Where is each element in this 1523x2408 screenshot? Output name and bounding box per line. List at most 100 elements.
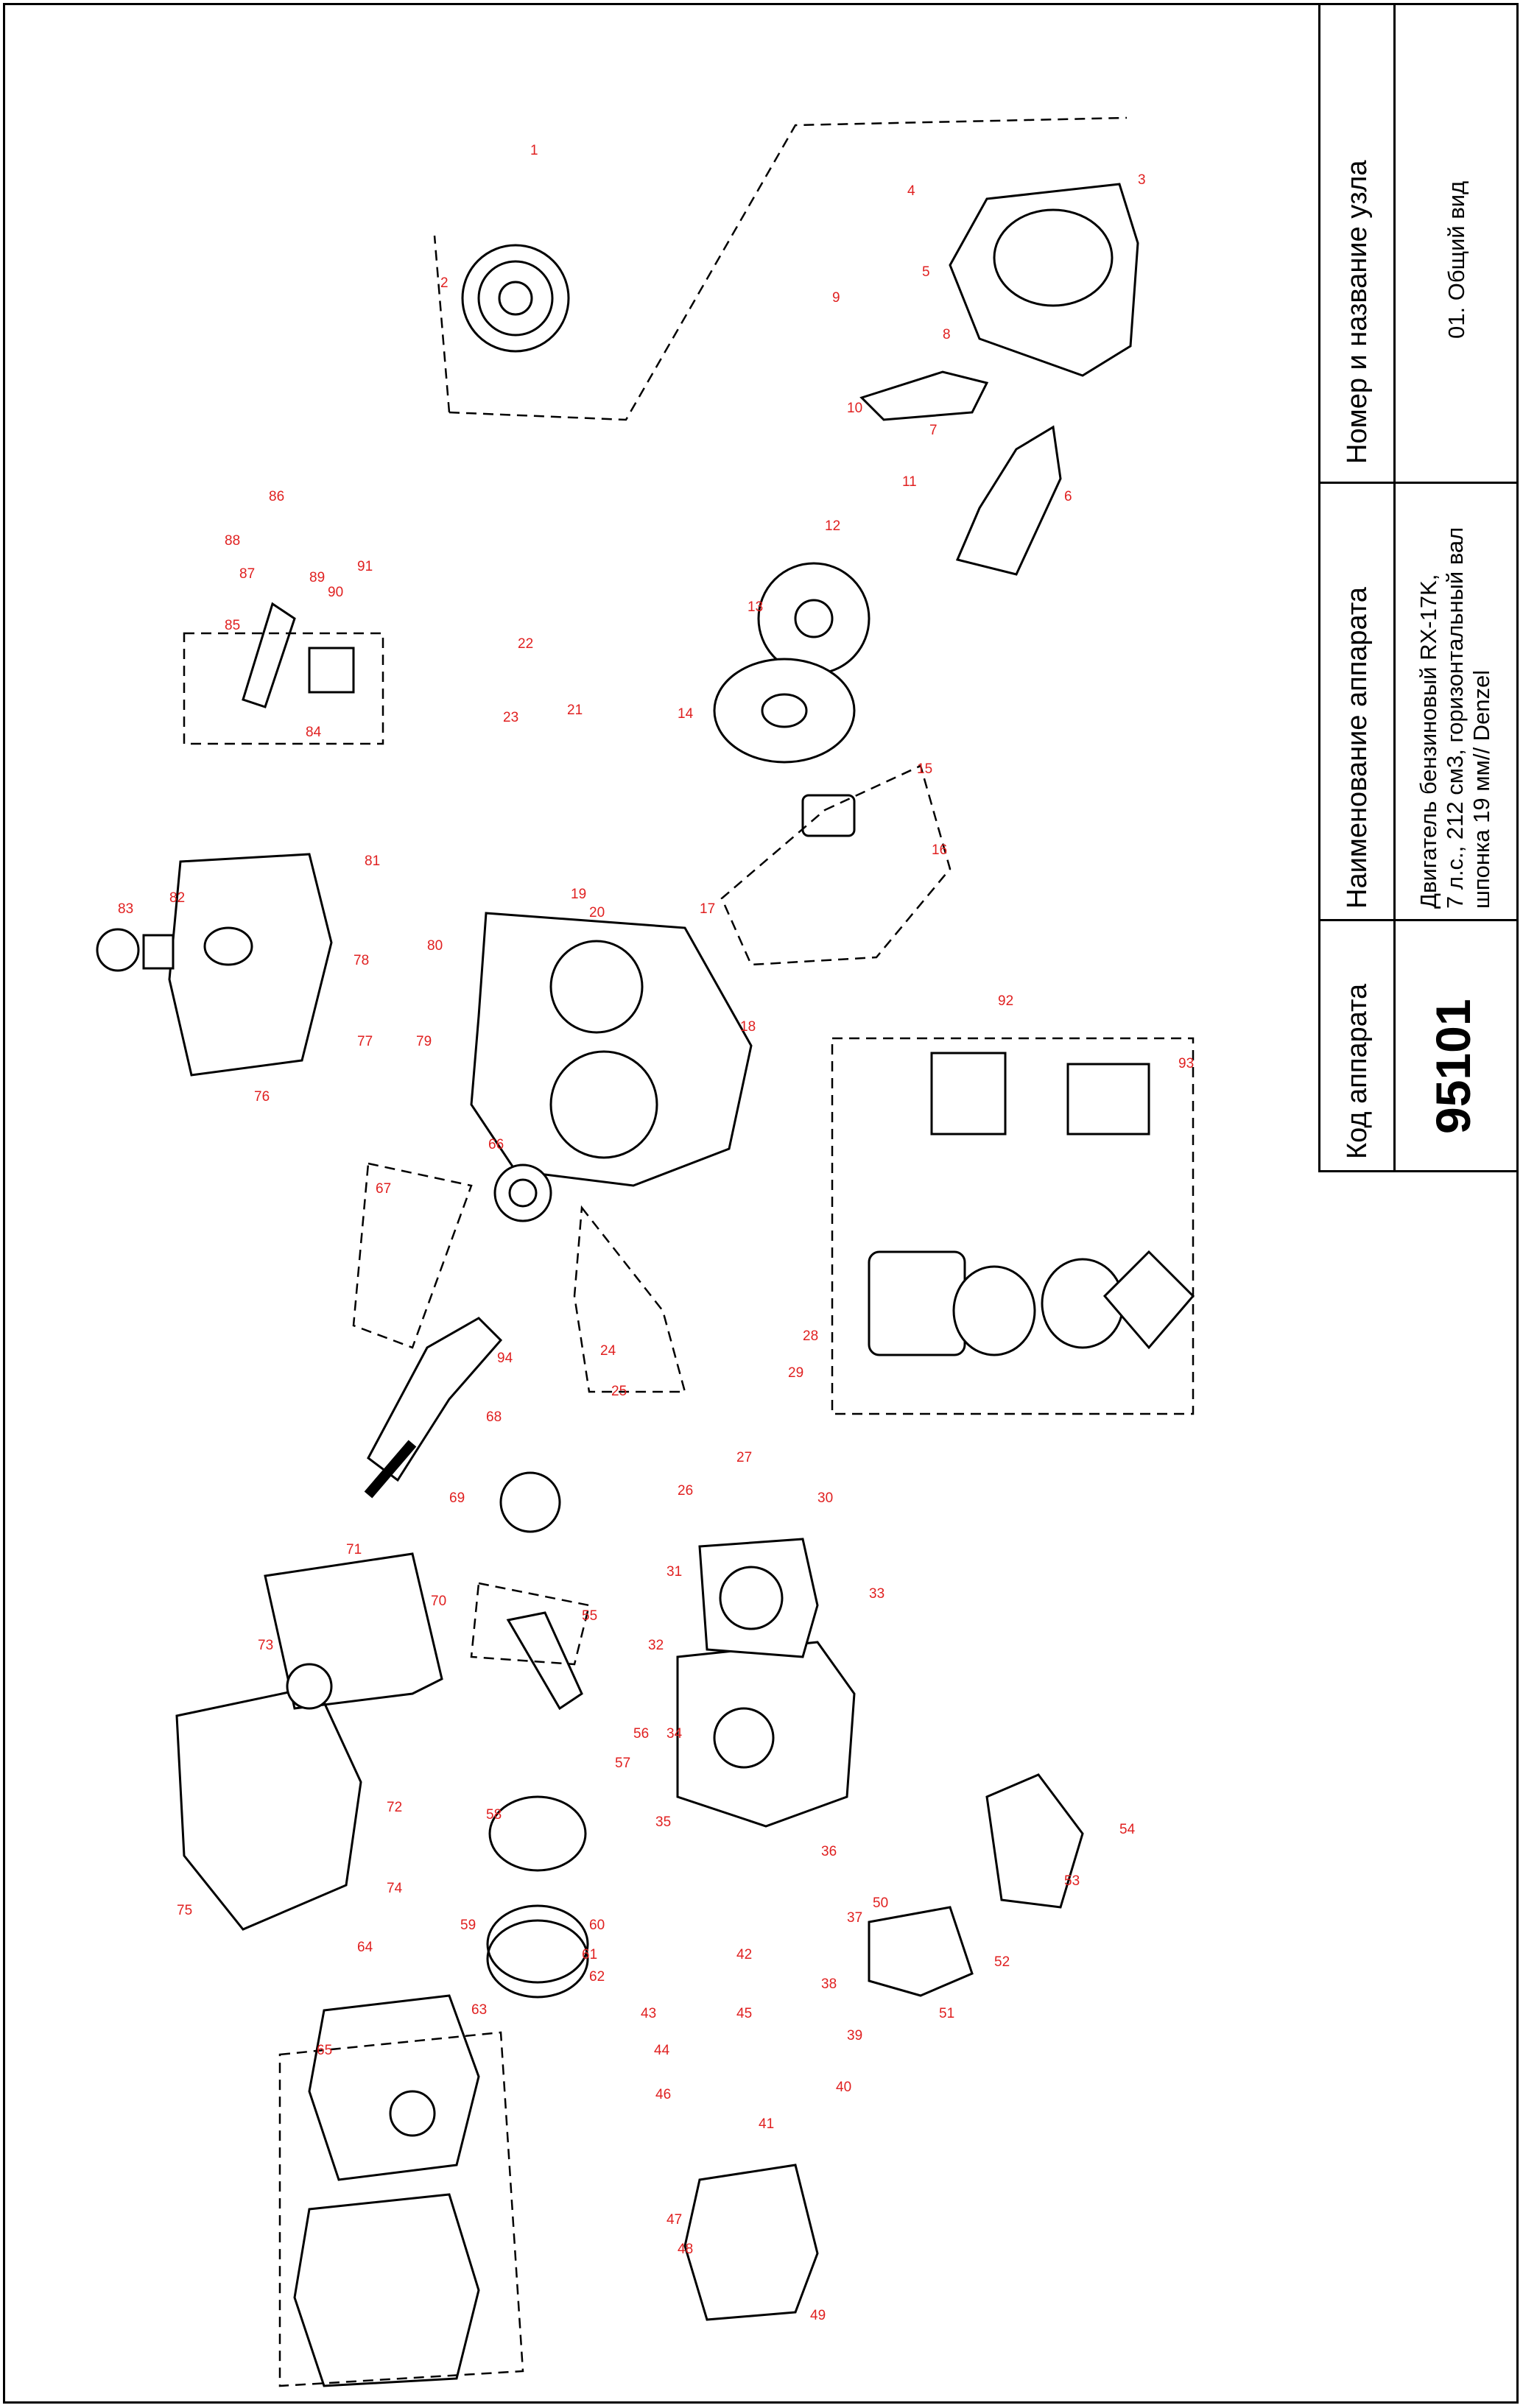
callout-24: 24 — [600, 1343, 616, 1359]
callout-85: 85 — [225, 618, 240, 633]
code-header: Код аппарата — [1342, 983, 1373, 1159]
callout-49: 49 — [810, 2308, 826, 2323]
head-gasket — [698, 1538, 819, 1658]
callout-64: 64 — [357, 1940, 373, 1955]
callout-79: 79 — [416, 1034, 432, 1049]
callout-34: 34 — [666, 1726, 683, 1742]
callout-4: 4 — [907, 183, 915, 199]
callout-62: 62 — [589, 1969, 605, 1985]
callout-78: 78 — [354, 953, 369, 968]
callout-5: 5 — [922, 264, 930, 280]
callout-94: 94 — [497, 1351, 513, 1366]
governor-lever — [242, 602, 296, 708]
callout-31: 31 — [666, 1564, 682, 1580]
callout-92: 92 — [998, 993, 1013, 1009]
callout-65: 65 — [317, 2043, 332, 2058]
callout-75: 75 — [177, 1903, 192, 1918]
callout-14: 14 — [678, 706, 694, 722]
fan-cover-opening — [993, 208, 1114, 307]
callout-58: 58 — [486, 1807, 502, 1823]
carburetor — [985, 1773, 1084, 1909]
cover-bearing — [286, 1663, 333, 1710]
connecting-rod — [506, 1611, 583, 1711]
callout-69: 69 — [449, 1490, 465, 1506]
callout-66: 66 — [488, 1137, 504, 1152]
callout-93: 93 — [1178, 1056, 1194, 1071]
callout-30: 30 — [817, 1490, 833, 1506]
callout-17: 17 — [700, 901, 715, 917]
callout-70: 70 — [431, 1594, 446, 1609]
callout-81: 81 — [365, 853, 380, 869]
callout-43: 43 — [641, 2006, 656, 2021]
callout-68: 68 — [486, 1409, 502, 1425]
callout-83: 83 — [118, 901, 133, 917]
name-header: Наименование аппарата — [1342, 587, 1373, 909]
unit-header: Номер и название узла — [1342, 160, 1373, 464]
drawing-frame — [3, 3, 1519, 2404]
air-filter-base — [930, 1052, 1007, 1136]
callout-56: 56 — [633, 1726, 649, 1742]
exploded-parts-diagram: 1 2 3 4 5 6 7 8 9 10 11 12 13 14 15 16 1… — [96, 116, 1195, 2387]
callout-26: 26 — [678, 1483, 693, 1499]
callout-27: 27 — [736, 1450, 752, 1465]
choke-assembly — [1066, 1063, 1150, 1136]
title-block — [1318, 3, 1519, 1172]
callout-52: 52 — [994, 1954, 1010, 1970]
crankcase — [470, 912, 753, 1187]
fan-cover — [949, 183, 1139, 377]
baffle — [955, 425, 1062, 576]
name-line-2: 7 л.с., 212 см3, горизонтальный вал — [1442, 527, 1468, 909]
valve-cover — [683, 2164, 819, 2321]
piston — [488, 1795, 587, 1872]
callout-77: 77 — [357, 1034, 373, 1049]
name-line-1: Двигатель бензиновый RX-17K, — [1415, 574, 1441, 909]
callout-20: 20 — [589, 905, 605, 920]
callout-42: 42 — [736, 1947, 752, 1962]
crankcase-cover — [175, 1685, 362, 1931]
callout-87: 87 — [239, 566, 255, 582]
callout-8: 8 — [943, 327, 951, 342]
callout-53: 53 — [1064, 1873, 1080, 1889]
title-block-row-divider — [1318, 919, 1519, 921]
callout-67: 67 — [376, 1181, 391, 1197]
callout-51: 51 — [939, 2006, 954, 2021]
callout-59: 59 — [460, 1918, 476, 1933]
callout-2: 2 — [440, 275, 449, 291]
callout-32: 32 — [648, 1638, 664, 1653]
callout-63: 63 — [471, 2002, 487, 2018]
callout-46: 46 — [655, 2087, 671, 2102]
governor-bracket — [308, 647, 355, 694]
callout-72: 72 — [387, 1800, 402, 1815]
callout-84: 84 — [306, 725, 322, 740]
callout-18: 18 — [740, 1019, 756, 1035]
callout-13: 13 — [748, 599, 763, 615]
flywheel — [757, 562, 870, 675]
callout-55: 55 — [582, 1608, 597, 1624]
callout-7: 7 — [929, 423, 938, 438]
title-block-row-divider — [1318, 482, 1519, 484]
callout-86: 86 — [269, 489, 284, 504]
callout-54: 54 — [1119, 1822, 1136, 1837]
callout-48: 48 — [678, 2242, 693, 2257]
callout-numbers: 1 2 3 4 5 6 7 8 9 10 11 12 13 14 15 16 1… — [118, 143, 1194, 2323]
main-bearing — [493, 1163, 552, 1222]
code-value: 95101 — [1426, 999, 1480, 1134]
air-filter-element — [952, 1265, 1036, 1356]
callout-29: 29 — [788, 1365, 803, 1381]
callout-11: 11 — [902, 474, 917, 490]
callout-16: 16 — [932, 842, 947, 858]
muffler-guard — [293, 2193, 480, 2387]
callout-60: 60 — [589, 1918, 605, 1933]
title-block-column-divider — [1393, 3, 1396, 1172]
ignition-coil — [801, 794, 856, 837]
callout-47: 47 — [666, 2212, 682, 2228]
air-filter-gasket — [1102, 1250, 1195, 1350]
callout-23: 23 — [503, 710, 518, 725]
name-line-3: шпонка 19 мм// Denzel — [1469, 669, 1494, 909]
callout-22: 22 — [518, 636, 533, 652]
callout-19: 19 — [571, 887, 586, 902]
callout-41: 41 — [759, 2116, 774, 2132]
callout-35: 35 — [655, 1814, 671, 1830]
tank-cap — [96, 928, 140, 972]
callout-28: 28 — [803, 1328, 818, 1344]
